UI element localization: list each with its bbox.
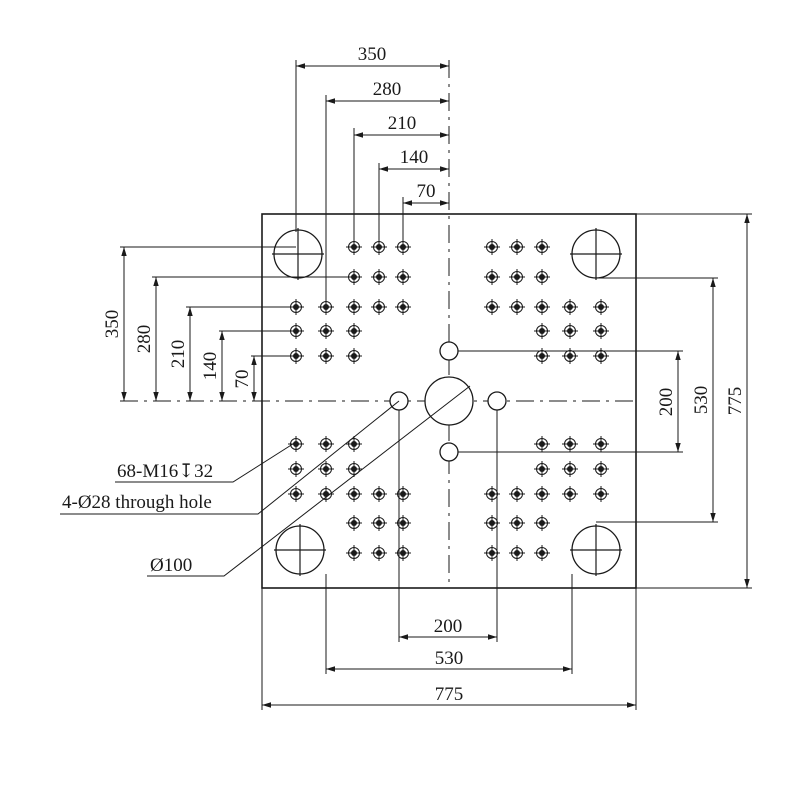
tapped-hole (346, 348, 362, 364)
tapped-hole (288, 323, 304, 339)
tapped-hole (534, 436, 550, 452)
tapped-hole (395, 515, 411, 531)
tapped-hole (534, 486, 550, 502)
tapped-hole (562, 348, 578, 364)
tapped-hole (484, 545, 500, 561)
tapped-hole (346, 323, 362, 339)
dim-label-right-775: 775 (725, 387, 746, 416)
tapped-hole (288, 436, 304, 452)
dimension-lines (121, 63, 750, 708)
tapped-hole (484, 269, 500, 285)
tapped-hole (509, 515, 525, 531)
dim-label-bottom-530: 530 (435, 648, 464, 669)
tapped-hole (562, 323, 578, 339)
tapped-hole (562, 461, 578, 477)
tie-bar-holes (272, 228, 622, 576)
tapped-hole (534, 461, 550, 477)
tapped-hole (593, 299, 609, 315)
tapped-hole (346, 515, 362, 531)
dim-label-bottom-200: 200 (434, 616, 463, 637)
tapped-hole (484, 515, 500, 531)
tapped-hole (288, 461, 304, 477)
tapped-hole (534, 545, 550, 561)
tapped-hole (534, 269, 550, 285)
tapped-hole (318, 461, 334, 477)
tapped-hole (346, 461, 362, 477)
tapped-hole (534, 299, 550, 315)
tapped-hole (395, 269, 411, 285)
callout-tapped-holes: 68-M16↧32 (117, 461, 213, 482)
tapped-hole (371, 545, 387, 561)
center-hole (424, 376, 474, 426)
tapped-hole (509, 269, 525, 285)
extension-lines (120, 60, 752, 710)
dim-label-left-350: 350 (102, 310, 123, 339)
tapped-hole (534, 323, 550, 339)
tapped-hole (288, 299, 304, 315)
tapped-hole (346, 486, 362, 502)
dim-label-top-280: 280 (373, 79, 402, 100)
through-hole (487, 391, 507, 411)
tapped-hole (346, 239, 362, 255)
tapped-hole (371, 269, 387, 285)
tapped-hole (534, 239, 550, 255)
tapped-holes (288, 239, 609, 561)
tapped-hole (509, 299, 525, 315)
dim-label-right-530: 530 (691, 386, 712, 415)
tapped-hole (562, 436, 578, 452)
tapped-hole (593, 436, 609, 452)
tapped-hole (318, 486, 334, 502)
tapped-hole (484, 239, 500, 255)
tapped-hole (318, 299, 334, 315)
tapped-hole (371, 239, 387, 255)
dim-label-top-210: 210 (388, 113, 417, 134)
tapped-hole (371, 299, 387, 315)
dim-label-left-70: 70 (232, 370, 253, 389)
tapped-hole (288, 486, 304, 502)
leader-lines (60, 385, 471, 577)
callout-center-hole: Ø100 (150, 555, 192, 576)
tapped-hole (371, 486, 387, 502)
tapped-hole (484, 299, 500, 315)
dim-label-left-280: 280 (134, 325, 155, 354)
dim-label-right-200: 200 (656, 388, 677, 417)
dim-label-top-70: 70 (417, 181, 436, 202)
tapped-hole (395, 486, 411, 502)
tapped-hole (395, 299, 411, 315)
tapped-hole (534, 348, 550, 364)
tapped-hole (509, 486, 525, 502)
tapped-hole (318, 348, 334, 364)
tapped-hole (346, 545, 362, 561)
dim-label-bottom-775: 775 (435, 684, 464, 705)
tapped-hole (346, 436, 362, 452)
tapped-hole (534, 515, 550, 531)
tapped-hole (593, 348, 609, 364)
tapped-hole (395, 545, 411, 561)
tapped-hole (371, 515, 387, 531)
tapped-hole (593, 461, 609, 477)
callout-through-holes: 4-Ø28 through hole (62, 492, 212, 513)
tapped-hole (484, 486, 500, 502)
through-hole (439, 442, 459, 462)
tapped-hole (318, 323, 334, 339)
tapped-hole (318, 436, 334, 452)
tapped-hole (346, 299, 362, 315)
tapped-hole (593, 486, 609, 502)
tapped-hole (395, 239, 411, 255)
through-hole (439, 341, 459, 361)
tapped-hole (509, 239, 525, 255)
tapped-hole (593, 323, 609, 339)
dim-label-left-210: 210 (168, 340, 189, 369)
dim-label-top-140: 140 (400, 147, 429, 168)
dim-label-left-140: 140 (200, 352, 221, 381)
tapped-hole (562, 299, 578, 315)
dim-label-top-350: 350 (358, 44, 387, 65)
tapped-hole (288, 348, 304, 364)
tapped-hole (509, 545, 525, 561)
tapped-hole (562, 486, 578, 502)
